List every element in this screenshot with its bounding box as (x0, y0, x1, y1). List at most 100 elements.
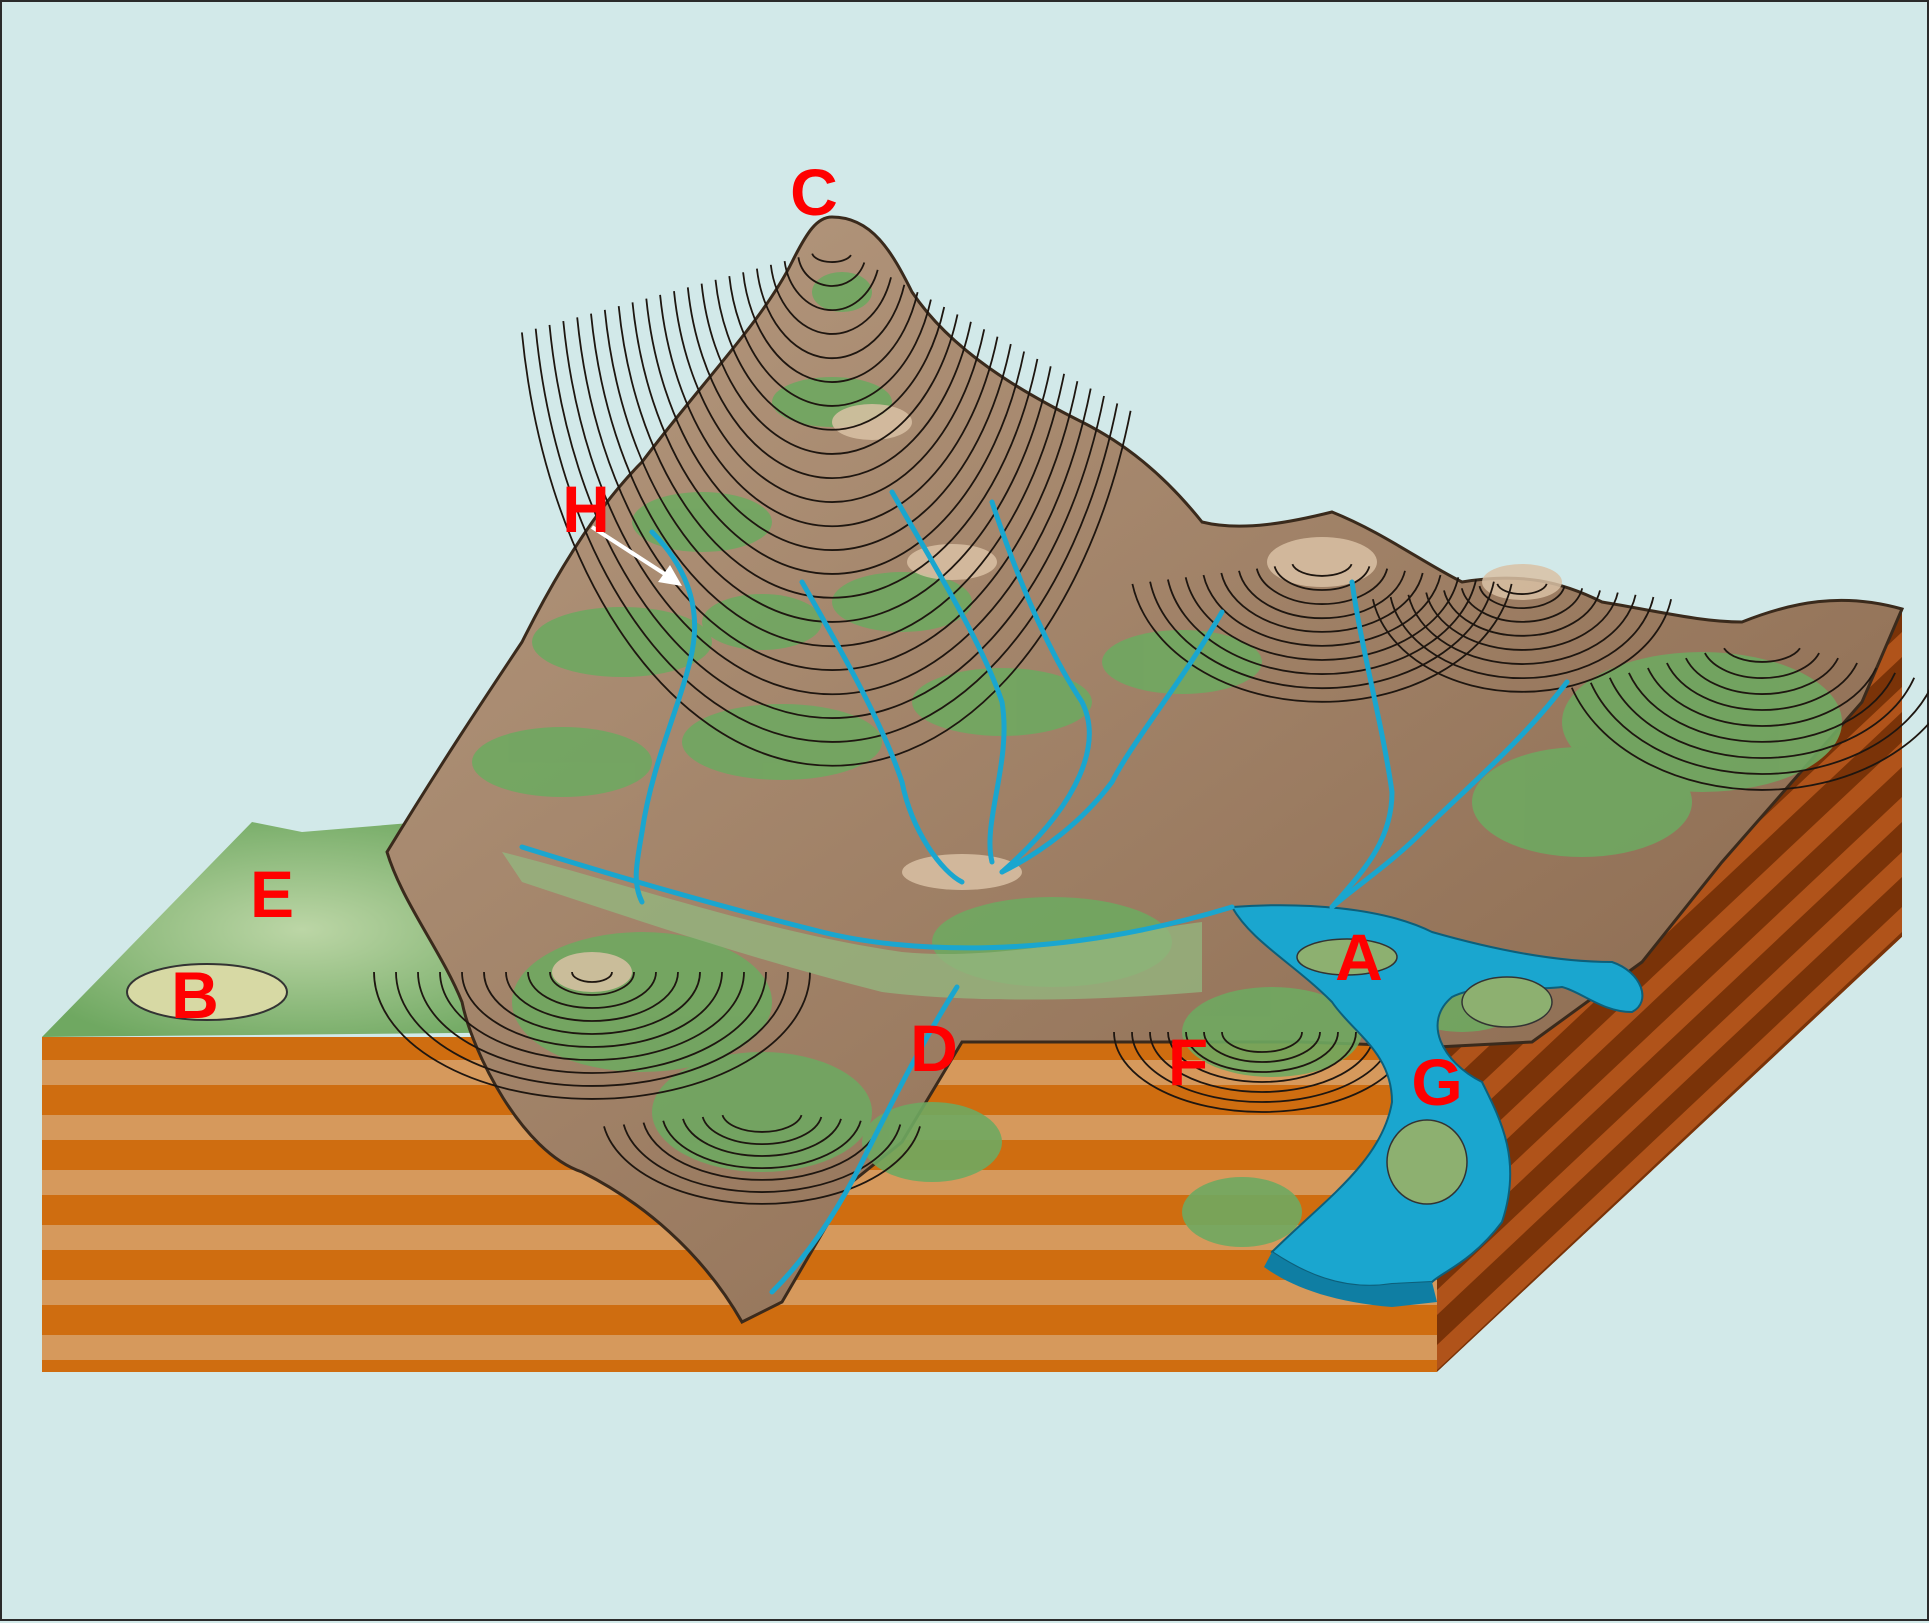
strata-band-side (1437, 907, 1902, 1370)
contour-line (461, 971, 723, 1048)
contour-line (682, 1118, 842, 1157)
river (889, 489, 1007, 865)
contour-line (576, 317, 1079, 671)
contour-line (527, 971, 657, 1009)
label-d: D (910, 1011, 958, 1085)
contour-line (1185, 1031, 1339, 1073)
h-arrow (590, 525, 682, 586)
contour-line (1372, 599, 1672, 693)
contour-line (659, 294, 999, 528)
contour-line (1460, 588, 1584, 623)
contour-line (721, 1114, 803, 1133)
island-a (1296, 938, 1398, 976)
river-network (519, 489, 1570, 1295)
contour-line (1167, 1031, 1357, 1083)
contour-line (622, 1124, 902, 1193)
contour-line (1167, 579, 1477, 675)
river (799, 579, 965, 885)
contour-line (1149, 1031, 1375, 1093)
contour-line (521, 332, 1132, 767)
label-h: H (562, 472, 610, 546)
contour-line (395, 971, 789, 1087)
contour-line (562, 321, 1092, 696)
valley-floor (502, 852, 1202, 1000)
contour-line (686, 287, 972, 480)
contour-line (1628, 672, 1896, 743)
contour-line (1202, 574, 1442, 647)
island-small (1461, 976, 1553, 1028)
mountain-mass (385, 215, 1905, 1324)
river (769, 984, 960, 1295)
river (633, 529, 698, 905)
river (989, 499, 1092, 875)
river (1329, 679, 1570, 910)
contour-line (1238, 570, 1406, 620)
contour-line (1666, 662, 1858, 711)
contour-line (1685, 657, 1839, 695)
contour-line (1570, 687, 1929, 791)
contour-line (1255, 568, 1389, 605)
contour-line (700, 283, 959, 455)
contour-line (1203, 1031, 1321, 1063)
contour-line (742, 272, 919, 383)
contour-line (642, 1122, 882, 1181)
contour-line (534, 328, 1119, 743)
contour-line (645, 298, 1012, 551)
contour-line (549, 971, 635, 996)
contour-line (603, 309, 1052, 623)
label-a: A (1335, 920, 1383, 994)
contour-line (728, 276, 932, 407)
contour-line (783, 260, 879, 311)
contour-line (1291, 563, 1353, 577)
contour-line (1149, 581, 1495, 690)
strata-band-side (1437, 797, 1902, 1260)
contour-line (571, 971, 613, 983)
label-b: B (171, 958, 219, 1032)
contour-line (1220, 572, 1424, 633)
label-e: E (249, 857, 295, 931)
vegetation-patches (472, 272, 1842, 1247)
contour-line (1443, 590, 1601, 637)
label-f: F (1167, 1025, 1209, 1099)
contour-line (701, 1116, 823, 1145)
contour-line (1389, 596, 1655, 680)
contour-line (439, 971, 745, 1061)
contour-line (1407, 594, 1637, 665)
contour-line (617, 306, 1039, 599)
contour-line (1496, 583, 1548, 595)
contour-line (673, 291, 986, 503)
contour-line (548, 324, 1105, 719)
contour-line (1273, 566, 1371, 591)
contour-line (603, 1126, 921, 1205)
island-g (1386, 1119, 1468, 1205)
contour-line (590, 313, 1065, 648)
strata-band-side (1437, 742, 1902, 1205)
contour-lines (373, 253, 1929, 1205)
strata-band-side (1437, 852, 1902, 1315)
label-g: G (1411, 1045, 1463, 1119)
contour-line (714, 279, 946, 431)
contour-line (1608, 677, 1916, 759)
contour-line (662, 1120, 862, 1170)
contour-line (373, 971, 811, 1100)
contour-line (811, 253, 852, 263)
contour-line (756, 268, 906, 360)
river (1329, 579, 1395, 910)
contour-line (1647, 667, 1877, 727)
contour-line (483, 971, 701, 1035)
contour-line (1478, 585, 1566, 609)
contour-line (1131, 1031, 1393, 1103)
contour-line (1723, 647, 1801, 663)
contour-line (797, 257, 866, 287)
contour-line (631, 302, 1025, 575)
bay-front-edge (1264, 1252, 1437, 1307)
contour-line (1704, 652, 1820, 679)
river (999, 609, 1225, 875)
bay-water (1230, 904, 1644, 1287)
contour-line (1221, 1031, 1303, 1053)
lake-b (126, 963, 288, 1021)
contour-line (1425, 592, 1619, 651)
label-c: C (790, 155, 838, 229)
